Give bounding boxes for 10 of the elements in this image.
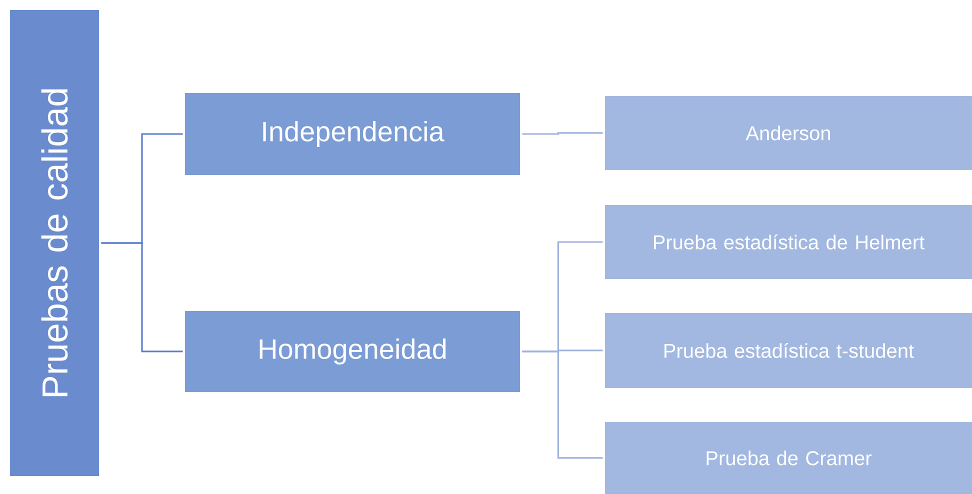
test-box: Prueba estadística t-student xyxy=(605,312,972,388)
test-box: Anderson xyxy=(605,96,972,170)
connector-line xyxy=(522,132,603,135)
connector-line xyxy=(522,350,603,459)
test-box: Prueba estadística de Helmert xyxy=(605,205,972,279)
connector-line xyxy=(101,242,183,352)
category-box: Independencia xyxy=(185,93,520,175)
category-box: Homogeneidad xyxy=(185,310,520,392)
root-box: Pruebas de calidad xyxy=(10,10,99,476)
test-box: Prueba de Cramer xyxy=(605,422,972,494)
